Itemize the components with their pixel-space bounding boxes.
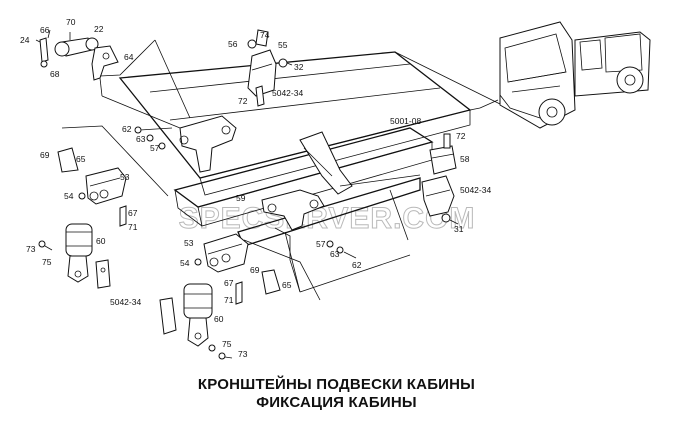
chassis-frame: [118, 51, 472, 293]
callout-53-left: 53: [120, 172, 130, 182]
callout-73-left: 73: [26, 244, 36, 254]
callout-75-left: 75: [42, 257, 52, 267]
callout-54-lower: 54: [180, 258, 190, 268]
left-bracket-plate: [95, 259, 111, 289]
callout-63-top: 63: [136, 134, 146, 144]
callout-31: 31: [454, 224, 464, 234]
callout-66: 66: [40, 25, 50, 35]
cab-lock-assembly: [35, 29, 119, 81]
callout-54-left: 54: [64, 191, 74, 201]
right-cab-mount: [421, 133, 459, 225]
callout-5042-34-right: 5042-34: [460, 185, 491, 195]
callout-67-left: 67: [128, 208, 138, 218]
callout-56: 56: [228, 39, 238, 49]
leader-line: [389, 189, 409, 241]
callout-75-lower: 75: [222, 339, 232, 349]
upper-left-bracket: [134, 115, 237, 173]
callout-5042-34-top: 5042-34: [272, 88, 303, 98]
callout-22: 22: [94, 24, 104, 34]
callout-58: 58: [460, 154, 470, 164]
callout-69-left: 69: [40, 150, 50, 160]
callout-59: 59: [236, 193, 246, 203]
callout-68: 68: [50, 69, 60, 79]
lower-suspension-stack: [159, 233, 281, 360]
caption-line-1: КРОНШТЕЙНЫ ПОДВЕСКИ КАБИНЫ: [197, 376, 476, 393]
callout-67-lower: 67: [224, 278, 234, 288]
center-bracket: [261, 189, 325, 231]
truck-illustration: [479, 21, 651, 129]
callout-60-left: 60: [96, 236, 106, 246]
callout-72-top: 72: [238, 96, 248, 106]
leader-line: [469, 107, 481, 111]
leader-line: [243, 239, 321, 301]
callout-32: 32: [294, 62, 304, 72]
left-suspension-stack: [38, 147, 127, 283]
leader-line: [101, 95, 181, 129]
callout-69-lower: 69: [250, 265, 260, 275]
callout-24: 24: [20, 35, 30, 45]
callout-60-lower: 60: [214, 314, 224, 324]
callout-74: 74: [260, 30, 270, 40]
leader-line: [99, 39, 156, 77]
leader-line: [99, 77, 103, 97]
callout-65-lower: 65: [282, 280, 292, 290]
cab-mount-top: [247, 29, 293, 107]
truck-rear-wheel: [616, 66, 644, 94]
callout-57-right: 57: [316, 239, 326, 249]
leader-line: [339, 174, 421, 187]
callout-70: 70: [66, 17, 76, 27]
leader-line: [394, 51, 501, 105]
callout-5042-34-left: 5042-34: [110, 297, 141, 307]
callout-73-lower: 73: [238, 349, 248, 359]
callout-labels: 24 66 70 22 68 64 56 74 55 32 72 5042-34…: [20, 17, 491, 359]
callout-62-right: 62: [352, 260, 362, 270]
callout-62-top: 62: [122, 124, 132, 134]
leader-line: [154, 39, 191, 119]
callout-71-left: 71: [128, 222, 138, 232]
callout-53-lower: 53: [184, 238, 194, 248]
truck-front-wheel: [538, 98, 566, 126]
right-bolt-set: [326, 240, 357, 259]
callout-65-left: 65: [76, 154, 86, 164]
callout-63-right: 63: [330, 249, 340, 259]
callout-5001-08: 5001-08: [390, 116, 421, 126]
callout-64: 64: [124, 52, 134, 62]
caption-line-2: ФИКСАЦИЯ КАБИНЫ: [256, 394, 417, 411]
callout-71-lower: 71: [224, 295, 234, 305]
leader-line: [61, 125, 169, 197]
callout-72-right: 72: [456, 131, 466, 141]
callout-55: 55: [278, 40, 288, 50]
callout-57-top: 57: [150, 143, 160, 153]
